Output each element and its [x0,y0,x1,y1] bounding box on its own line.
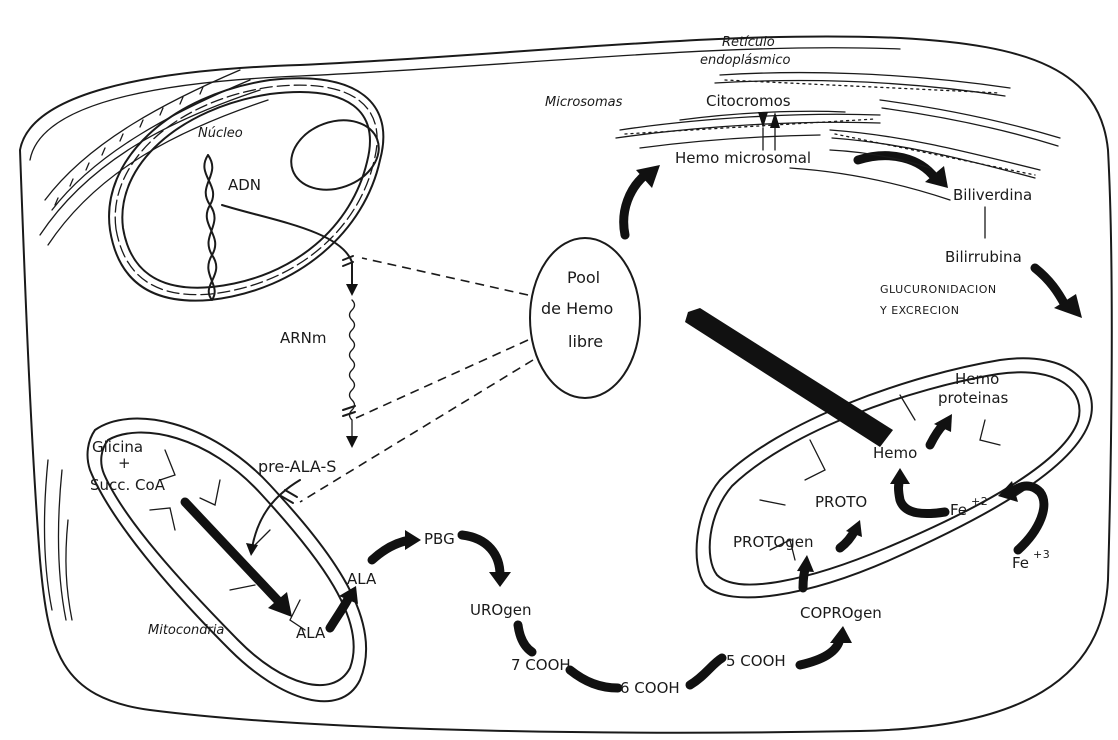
label-7-cooh: 7 COOH [511,656,571,674]
label-arnm: ARNm [280,329,327,347]
label-pool-2: de Hemo [541,299,613,318]
label-glucuronidacion-1: GLUCURONIDACION [880,283,997,296]
label-microsomas: Microsomas [545,95,623,110]
heme-pool [530,238,640,398]
label-succ-coa: Succ. CoA [90,476,166,494]
label-6-cooh: 6 COOH [620,679,680,697]
label-ala-outer: ALA [347,570,377,588]
label-biliverdina: Biliverdina [953,186,1032,204]
dna-helix [204,155,216,300]
label-fe2-sup: +2 [971,495,988,508]
left-membrane-folds [40,70,268,245]
label-adn: ADN [228,176,261,194]
label-pool-1: Pool [567,268,600,287]
label-reticulo-2: endoplásmico [700,53,790,68]
label-hemo-proteinas-2: proteinas [938,389,1009,407]
label-ala-inner: ALA [296,624,326,642]
label-5-cooh: 5 COOH [726,652,786,670]
label-nucleo: Núcleo [198,126,243,141]
label-mitocondria: Mitocondria [148,623,224,638]
label-fe2: Fe [950,501,967,519]
label-pbg: PBG [424,530,455,548]
label-plus: + [118,454,131,472]
label-proto: PROTO [815,493,867,511]
label-coprogen: COPROgen [800,604,882,622]
label-citocromos: Citocromos [706,92,791,110]
label-urogen: UROgen [470,601,531,619]
label-reticulo-1: Retículo [722,35,775,50]
label-fe3: Fe [1012,554,1029,572]
label-hemo: Hemo [873,444,917,462]
label-hemo-proteinas-1: Hemo [955,370,999,388]
label-fe3-sup: +3 [1033,548,1050,561]
label-glucuronidacion-2: Y EXCRECION [879,304,960,317]
label-hemo-microsomal: Hemo microsomal [675,149,811,167]
label-protogen: PROTOgen [733,533,814,551]
label-pre-ala-s: pre-ALA-S [258,457,336,476]
label-pool-3: libre [568,332,603,351]
nucleolus [281,109,388,202]
mrna-strand [350,300,355,440]
endoplasmic-reticulum [616,73,1060,200]
left-bottom-folds [45,460,72,620]
label-bilirrubina: Bilirrubina [945,248,1022,266]
